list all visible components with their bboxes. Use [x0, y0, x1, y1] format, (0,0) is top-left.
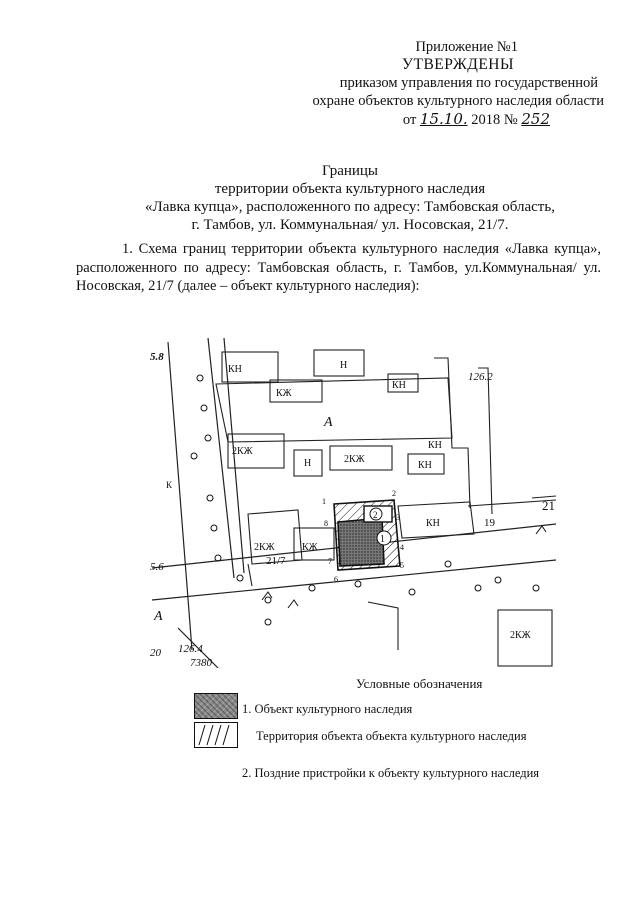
two-kzh-label-3: 2КЖ: [254, 542, 275, 553]
order-line-2: охране объектов культурного наследия обл…: [312, 93, 604, 109]
bottom-left-code: 20: [150, 647, 162, 659]
number-prefix: №: [503, 112, 518, 128]
kn-label-1: КН: [228, 364, 242, 375]
boundary-map: 5.8 126.2 126.4 5.6 А А 21/7 19 21 20 73…: [150, 338, 556, 668]
house-19: 19: [484, 517, 496, 529]
kzh-label-2: КЖ: [302, 542, 318, 553]
schema-paragraph: 1. Схема границ территории объекта культ…: [76, 241, 601, 294]
legend-item-annexes: 2. Поздние пристройки к объекту культурн…: [242, 766, 540, 780]
order-date-line: от 15.10. 2018 № 252: [278, 110, 598, 129]
point-5: 5: [400, 561, 404, 570]
right-edge-num: 21: [542, 498, 555, 513]
k-label: К: [166, 480, 173, 490]
legend-item-object: 1. Объект культурного наследия: [242, 702, 413, 716]
kn-label-3: КН: [428, 440, 442, 451]
approved-label: УТВЕРЖДЕНЫ: [402, 56, 514, 73]
elev-top-right: 126.2: [468, 371, 493, 383]
title-line-2: территории объекта культурного наследия: [214, 181, 486, 197]
point-7: 7: [328, 557, 332, 566]
zone-2-label: 2: [373, 510, 378, 520]
n-label-1: Н: [340, 360, 347, 371]
kn-label-2: КН: [392, 380, 406, 391]
kzh-label-1: КЖ: [276, 388, 292, 399]
legend-swatch-object: [194, 693, 238, 719]
bottom-code: 7380: [190, 657, 213, 668]
order-line-1: приказом управления по государственной: [339, 75, 598, 91]
point-1: 1: [322, 497, 326, 506]
elev-left-mid: 5.6: [150, 561, 164, 573]
title-line-1: Границы: [321, 163, 379, 179]
tree-symbols: [190, 374, 547, 626]
title-line-4: г. Тамбов, ул. Коммунальная/ ул. Носовск…: [191, 217, 509, 233]
buildings: [215, 349, 556, 667]
heritage-object: [337, 505, 393, 567]
two-kzh-label-4: 2КЖ: [510, 630, 531, 641]
date-prefix: от: [402, 112, 417, 128]
point-3: 3: [396, 513, 400, 522]
n-label-2: Н: [304, 458, 311, 469]
two-kzh-label-1: 2КЖ: [232, 446, 253, 457]
point-8: 8: [324, 519, 328, 528]
point-2: 2: [392, 489, 396, 498]
block-letter-a-left: А: [153, 609, 163, 624]
elev-top-left: 5.8: [150, 351, 164, 363]
map-labels: 5.8 126.2 126.4 5.6 А А 21/7 19 21 20 73…: [150, 351, 555, 668]
kn-label-5: КН: [426, 518, 440, 529]
handwritten-date: 15.10.: [419, 110, 468, 128]
document-title: Границы территории объекта культурного н…: [60, 162, 640, 234]
handwritten-number: 252: [521, 110, 550, 128]
point-6: 6: [334, 575, 338, 584]
house-number: 21/7: [266, 555, 286, 567]
point-4: 4: [400, 543, 404, 552]
legend-swatch-territory: [194, 722, 238, 748]
legend-item-territory: Территория объекта объекта культурного н…: [256, 729, 527, 743]
order-year: 2018: [471, 112, 501, 128]
block-letter-a-top: А: [323, 415, 333, 430]
legend-title: Условные обозначения: [356, 676, 483, 691]
zone-1-label: 1: [380, 534, 385, 545]
approval-block: Приложение №1 УТВЕРЖДЕНЫ приказом управл…: [278, 38, 604, 129]
kn-label-4: КН: [418, 460, 432, 471]
elev-bottom: 126.4: [178, 643, 203, 655]
appendix-label: Приложение №1: [415, 39, 518, 55]
two-kzh-label-2: 2КЖ: [344, 454, 365, 465]
title-line-3: «Лавка купца», расположенного по адресу:…: [145, 199, 555, 215]
